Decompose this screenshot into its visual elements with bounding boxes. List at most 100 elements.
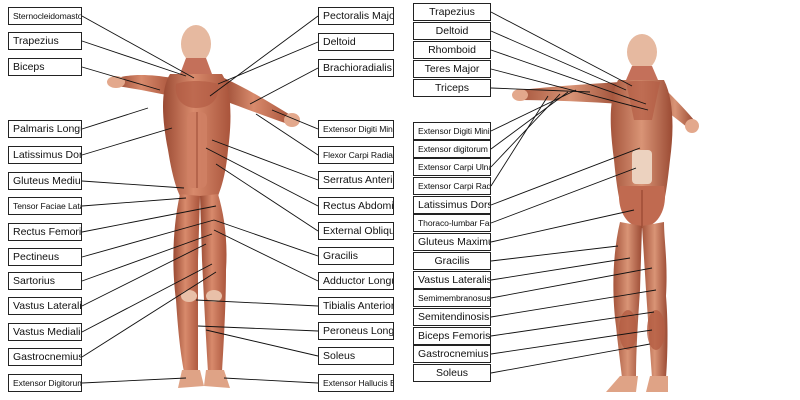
back-torso — [610, 80, 673, 210]
label-back_labels-soleus: Soleus — [413, 364, 491, 382]
back-right-foot — [646, 376, 668, 392]
leader-back-rhomboid — [490, 49, 647, 105]
leader-back-gluteus-maximus — [490, 209, 635, 243]
label-back_labels-biceps-femoris: Biceps Femoris — [413, 327, 491, 345]
label-back_labels-trapezius: Trapezius — [413, 3, 491, 21]
back-lumbar-fascia — [632, 150, 652, 184]
leader-front-left-tensor-faciae-latae — [81, 197, 187, 207]
front-right-hand — [284, 113, 300, 127]
leader-back-extensor-carpi-ulnaris — [490, 93, 561, 168]
label-front_labels_left-extensor-digitorum-brevis: Extensor Digitorum Brevis — [8, 374, 82, 392]
front-right-foot — [204, 370, 230, 388]
leader-front-right-flexor-carpi-radialis — [255, 113, 319, 156]
label-back_labels-extensor-digitorum: Extensor digitorum — [413, 140, 491, 158]
label-back_labels-vastus-lateralis: Vastus Lateralis — [413, 271, 491, 289]
front-figure — [107, 25, 300, 388]
leader-front-left-sternocleidomastoid — [81, 15, 195, 79]
leader-front-right-soleus — [205, 329, 319, 357]
leader-front-left-vastus-medialis — [81, 263, 213, 333]
back-neck — [626, 66, 658, 80]
label-front_labels_right-external-oblique: External Oblique — [318, 222, 394, 240]
leader-front-left-pectineus — [81, 219, 215, 258]
leader-back-extensor-carpi-radialis — [490, 95, 549, 187]
leader-back-deltoid — [490, 30, 627, 91]
label-back_labels-thoraco-lumbar-fascia: Thoraco-lumbar Fascia — [413, 214, 491, 232]
label-front_labels_left-trapezius: Trapezius — [8, 32, 82, 50]
label-front_labels_right-rectus-abdominus: Rectus Abdominus — [318, 197, 394, 215]
label-front_labels_left-rectus-femoris: Rectus Femoris — [8, 223, 82, 241]
leader-front-right-brachioradialis — [249, 67, 319, 105]
leader-front-right-peroneus-longus — [197, 325, 319, 332]
leader-front-right-gracilis — [213, 219, 319, 257]
leader-front-right-tibialis-anterior — [195, 299, 319, 307]
leader-front-left-palmaris-longus — [81, 107, 149, 130]
back-figure — [512, 34, 699, 392]
label-front_labels_right-gracilis: Gracilis — [318, 247, 394, 265]
front-left-foot — [178, 370, 204, 388]
leader-back-thoraco-lumbar-fascia — [490, 167, 637, 224]
label-back_labels-latissimus-dorsi: Latissimus Dorsi — [413, 196, 491, 214]
leader-front-right-deltoid — [217, 41, 319, 85]
leader-back-semitendinosis — [490, 289, 657, 318]
label-back_labels-gracilis: Gracilis — [413, 252, 491, 270]
front-pectorals — [175, 81, 219, 108]
back-left-foot — [606, 376, 638, 392]
leader-front-left-gluteus-medius — [81, 180, 185, 189]
back-head — [627, 34, 657, 70]
leader-back-biceps-femoris — [490, 311, 655, 337]
label-front_labels_left-vastus-lateralis: Vastus Lateralis — [8, 297, 82, 315]
label-back_labels-triceps: Triceps — [413, 79, 491, 97]
label-front_labels_right-soleus: Soleus — [318, 347, 394, 365]
label-front_labels_left-gastrocnemius: Gastrocnemius — [8, 348, 82, 366]
label-front_labels_left-palmaris-longus: Palmaris Longus — [8, 120, 82, 138]
leader-lines — [81, 11, 657, 384]
leader-front-right-extensor-digiti-minimi — [271, 109, 319, 130]
label-back_labels-extensor-carpi-radialis: Extensor Carpi Radialis — [413, 177, 491, 195]
label-front_labels_right-pectoralis-major: Pectoralis Major — [318, 7, 394, 25]
label-front_labels_left-biceps: Biceps — [8, 58, 82, 76]
back-trapezius — [626, 80, 660, 120]
leader-back-vastus-lateralis — [490, 257, 631, 281]
label-front_labels_right-brachioradialis: Brachioradialis — [318, 59, 394, 77]
front-right-leg — [200, 194, 227, 372]
label-front_labels_right-flexor-carpi-radialis: Flexor Carpi Radialis — [318, 146, 394, 164]
label-front_labels_right-serratus-anterior: Serratus Anterior — [318, 171, 394, 189]
leader-front-right-pectoralis-major — [209, 15, 319, 97]
label-front_labels_right-deltoid: Deltoid — [318, 33, 394, 51]
label-front_labels_left-vastus-medialis: Vastus Medialis — [8, 323, 82, 341]
label-back_labels-extensor-digiti-minimi: Extensor Digiti Minimi — [413, 122, 491, 140]
back-left-hand — [512, 89, 528, 101]
label-front_labels_right-tibialis-anterior: Tibialis Anterior — [318, 297, 394, 315]
leader-front-left-vastus-lateralis — [81, 243, 207, 307]
leader-back-soleus — [490, 343, 651, 374]
leader-front-left-extensor-digitorum-brevis — [81, 377, 187, 384]
label-back_labels-extensor-carpi-ulnaris: Extensor Carpi Ulnaris — [413, 158, 491, 176]
label-front_labels_left-gluteus-medius: Gluteus Medius — [8, 172, 82, 190]
label-front_labels_left-sternocleidomastoid: Sternocleidomastoid — [8, 7, 82, 25]
label-back_labels-semimembranosus: Semimembranosus — [413, 289, 491, 307]
label-back_labels-teres-major: Teres Major — [413, 60, 491, 78]
leader-front-right-adductor-longus — [213, 229, 319, 282]
front-head — [181, 25, 211, 63]
leader-back-semimembranosus — [490, 267, 653, 299]
label-front_labels_right-adductor-longus: Adductor Longus — [318, 272, 394, 290]
leader-front-right-extensor-hallucis-brevis — [223, 377, 319, 384]
label-front_labels_left-pectineus: Pectineus — [8, 248, 82, 266]
back-right-leg — [642, 222, 668, 378]
label-front_labels_left-sartorius: Sartorius — [8, 272, 82, 290]
front-right-arm — [222, 78, 292, 124]
leader-back-latissimus-dorsi — [490, 147, 641, 206]
leader-front-left-latissimus-dorsi — [81, 127, 173, 156]
leader-back-gracilis — [490, 245, 619, 262]
leader-front-left-rectus-femoris — [81, 205, 217, 233]
label-front_labels_left-latissimus-dorsi: Latissimus Dorsi — [8, 146, 82, 164]
label-front_labels_right-extensor-digiti-minimi: Extensor Digiti Minimi — [318, 120, 394, 138]
back-right-hand — [685, 119, 699, 133]
label-back_labels-gastrocnemius: Gastrocnemius — [413, 345, 491, 363]
leader-front-left-sartorius — [81, 233, 213, 282]
leader-back-extensor-digitorum — [490, 91, 569, 150]
leader-front-right-external-oblique — [215, 163, 319, 232]
label-front_labels_left-tensor-faciae-latae: Tensor Faciae Latae — [8, 197, 82, 215]
